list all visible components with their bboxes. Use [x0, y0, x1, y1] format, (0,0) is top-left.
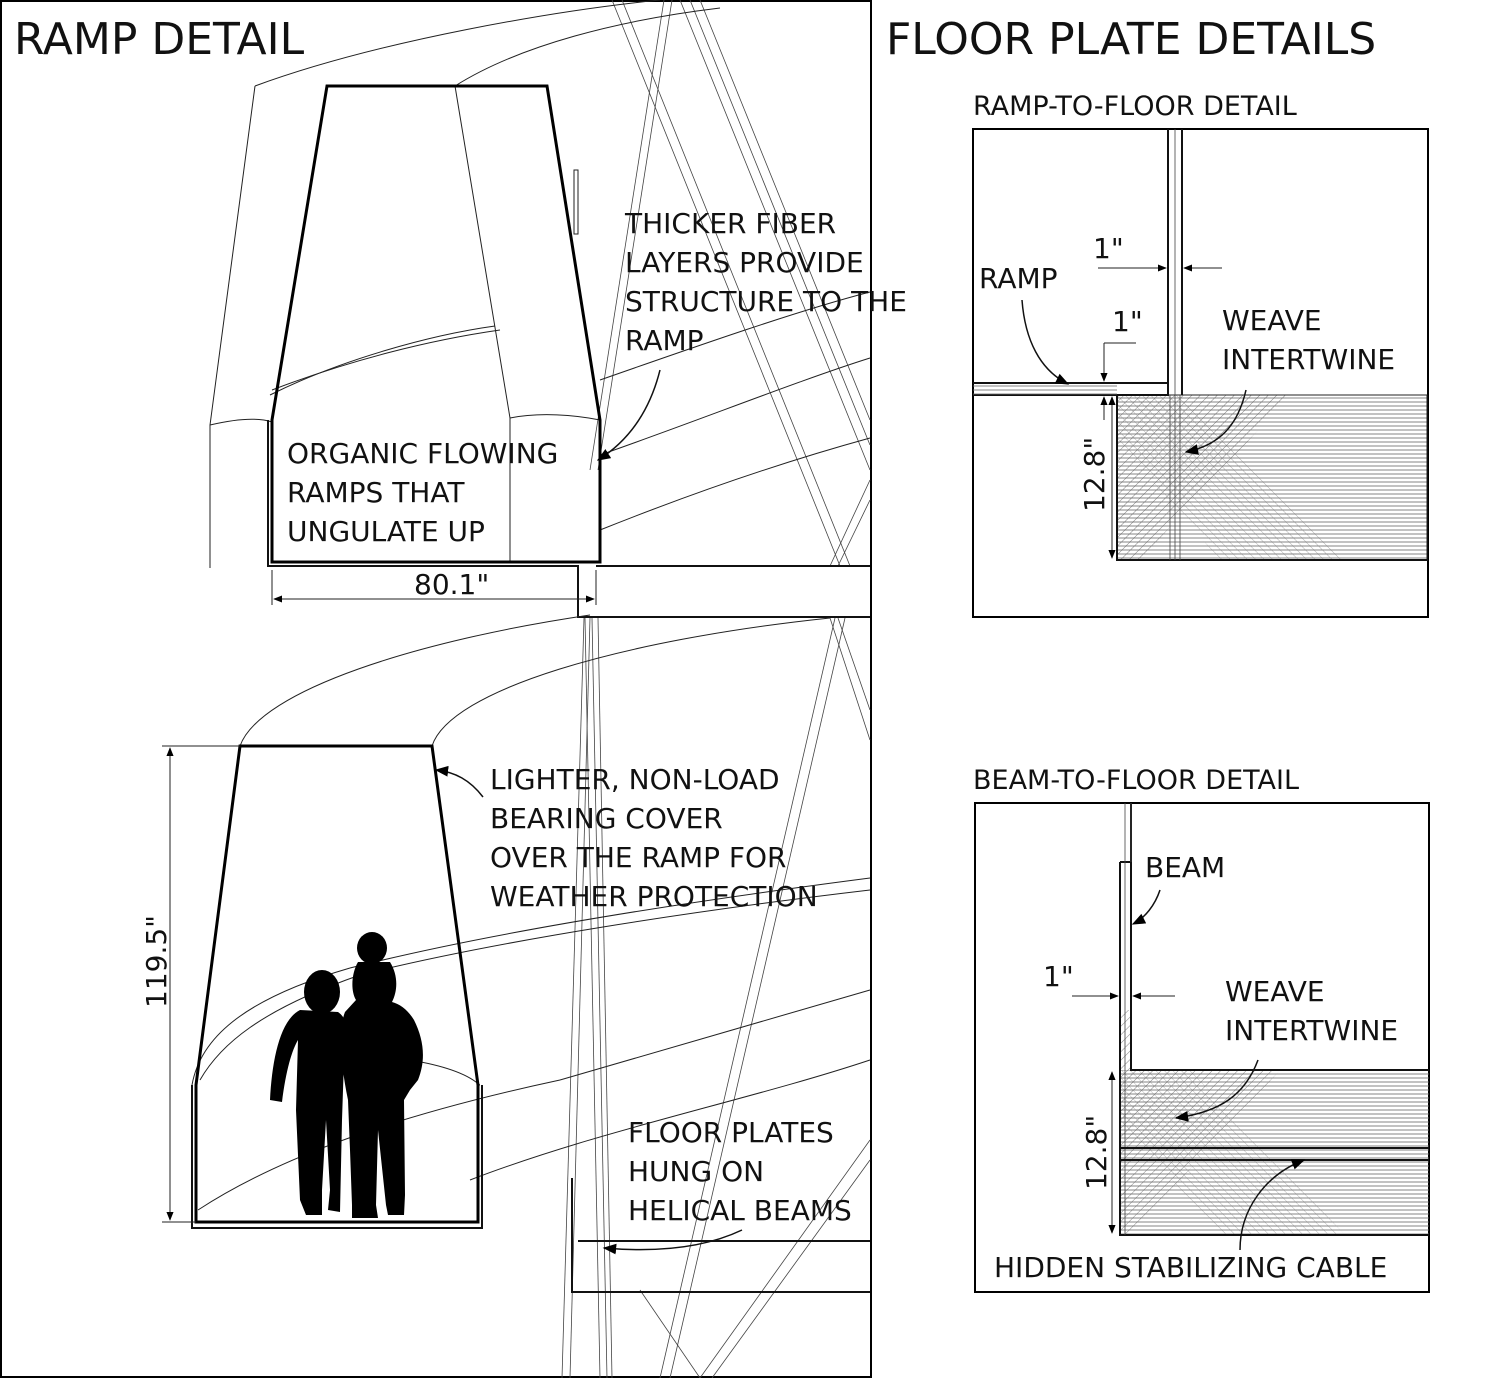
- cover-note: LIGHTER, NON-LOAD BEARING COVER OVER THE…: [490, 763, 818, 913]
- cover-height-label: 119.5": [140, 915, 173, 1008]
- beam-to-floor-title: BEAM-TO-FLOOR DETAIL: [973, 765, 1299, 796]
- beam-floor-depth-label: 12.8": [1080, 1115, 1113, 1190]
- ramp-slab-dim-label: 1": [1112, 305, 1143, 338]
- ramp-weave-label: WEAVE INTERTWINE: [1222, 304, 1395, 376]
- ramp-detail-title: RAMP DETAIL: [14, 14, 305, 65]
- hidden-cable-leader: [1239, 1159, 1306, 1251]
- people-silhouette: [270, 932, 423, 1218]
- ramp-to-floor-detail: RAMP-TO-FLOOR DETAIL 1" 1: [972, 91, 1429, 618]
- lower-ramp-drawing: [191, 614, 871, 1293]
- ramp-label: RAMP: [979, 262, 1058, 295]
- ramp-to-floor-title: RAMP-TO-FLOOR DETAIL: [973, 91, 1297, 122]
- ramp-width-dimension: 80.1": [271, 568, 597, 605]
- ramp-label-leader: [1021, 299, 1070, 385]
- beam-label: BEAM: [1145, 851, 1225, 884]
- ramp-to-floor-frame: [972, 128, 1429, 618]
- beam-dim-label: 1": [1043, 960, 1074, 993]
- beam-label-leader: [1131, 889, 1161, 925]
- floor-plate-title: FLOOR PLATE DETAILS: [886, 14, 1376, 65]
- beam-to-floor-detail: BEAM-TO-FLOOR DETAIL 1" 12.8" BEAM: [973, 765, 1430, 1293]
- floor-plate-note-leader: [602, 1229, 743, 1255]
- structure-note: THICKER FIBER LAYERS PROVIDE STRUCTURE T…: [624, 207, 916, 357]
- ramp-detail-frame: [0, 0, 872, 1378]
- floor-plate-panel: FLOOR PLATE DETAILS RAMP-TO-FLOOR DETAIL…: [886, 14, 1430, 1293]
- ramp-weave-leader: [1184, 389, 1247, 455]
- floor-plate-note: FLOOR PLATES HUNG ON HELICAL BEAMS: [628, 1116, 852, 1227]
- beam-to-floor-frame: [974, 802, 1430, 1293]
- ramp-width-label: 80.1": [414, 568, 489, 601]
- beam-weave-leader: [1174, 1059, 1259, 1122]
- organic-ramp-note: ORGANIC FLOWING RAMPS THAT UNGULATE UP: [287, 437, 567, 548]
- ramp-floor-depth-label: 12.8": [1078, 437, 1111, 512]
- structure-note-leader: [596, 369, 661, 461]
- cover-height-dimension: 119.5": [140, 745, 240, 1223]
- helical-beam-strands: [561, 0, 871, 1378]
- ramp-fiber-dim-label: 1": [1093, 232, 1124, 265]
- beam-weave-label: WEAVE INTERTWINE: [1225, 975, 1398, 1047]
- hidden-cable-label: HIDDEN STABILIZING CABLE: [994, 1251, 1387, 1284]
- ramp-detail-panel: RAMP DETAIL: [0, 0, 916, 1378]
- upper-ramp-drawing: [209, 0, 871, 618]
- cover-note-leader: [434, 765, 484, 798]
